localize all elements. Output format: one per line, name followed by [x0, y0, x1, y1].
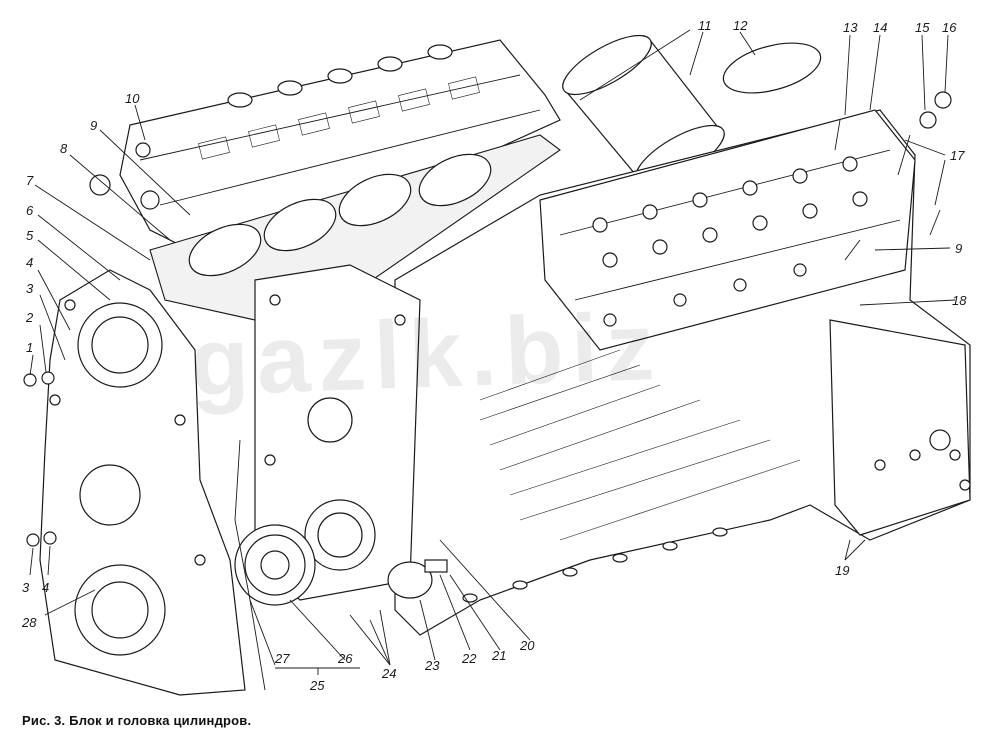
left-cylinder-head: [89, 39, 561, 271]
callout-20: 20: [519, 638, 535, 653]
left-fasteners: [23, 371, 57, 547]
left-head-gasket: [149, 134, 561, 331]
cover-gasket: [234, 439, 266, 691]
callout-12: 12: [733, 18, 748, 33]
leader-lines: [29, 31, 956, 675]
callout-10: 10: [125, 91, 140, 106]
callout-9-right: 9: [955, 241, 962, 256]
callout-13: 13: [843, 20, 858, 35]
callout-17: 17: [950, 148, 965, 163]
callout-15: 15: [915, 20, 930, 35]
callout-25: 25: [309, 678, 325, 693]
callout-9-left: 9: [90, 118, 97, 133]
callout-22: 22: [461, 651, 477, 666]
callout-8: 8: [60, 141, 68, 156]
callout-4-lower: 4: [42, 580, 49, 595]
washer: [919, 111, 937, 129]
studs: [834, 119, 941, 261]
callout-6: 6: [26, 203, 34, 218]
sealing-ring: [722, 42, 822, 94]
figure-caption: Рис. 3. Блок и головка цилиндров.: [22, 713, 252, 728]
callout-28: 28: [21, 615, 37, 630]
callout-5: 5: [26, 228, 34, 243]
oil-pressure-sensor: [387, 559, 448, 599]
callout-2: 2: [25, 310, 34, 325]
oil-filter: [562, 29, 725, 186]
callout-21: 21: [491, 648, 506, 663]
callout-labels: 1 2 3 4 5 6 7 8 9 10 11 12 13 14 15 16 1…: [21, 18, 967, 693]
timing-cover: [39, 269, 246, 696]
callout-16: 16: [942, 20, 957, 35]
callout-14: 14: [873, 20, 887, 35]
callout-4: 4: [26, 255, 33, 270]
callout-18: 18: [952, 293, 967, 308]
callout-19: 19: [835, 563, 849, 578]
cylinder-block: [394, 109, 971, 636]
callout-1: 1: [26, 340, 33, 355]
pulley: [234, 524, 316, 606]
callout-26: 26: [337, 651, 353, 666]
callout-23: 23: [424, 658, 440, 673]
callout-27: 27: [274, 651, 290, 666]
callout-11: 11: [698, 18, 712, 33]
callout-3: 3: [26, 281, 34, 296]
nut: [934, 91, 952, 109]
callout-7: 7: [26, 173, 34, 188]
callout-24: 24: [381, 666, 396, 681]
callout-3-lower: 3: [22, 580, 30, 595]
